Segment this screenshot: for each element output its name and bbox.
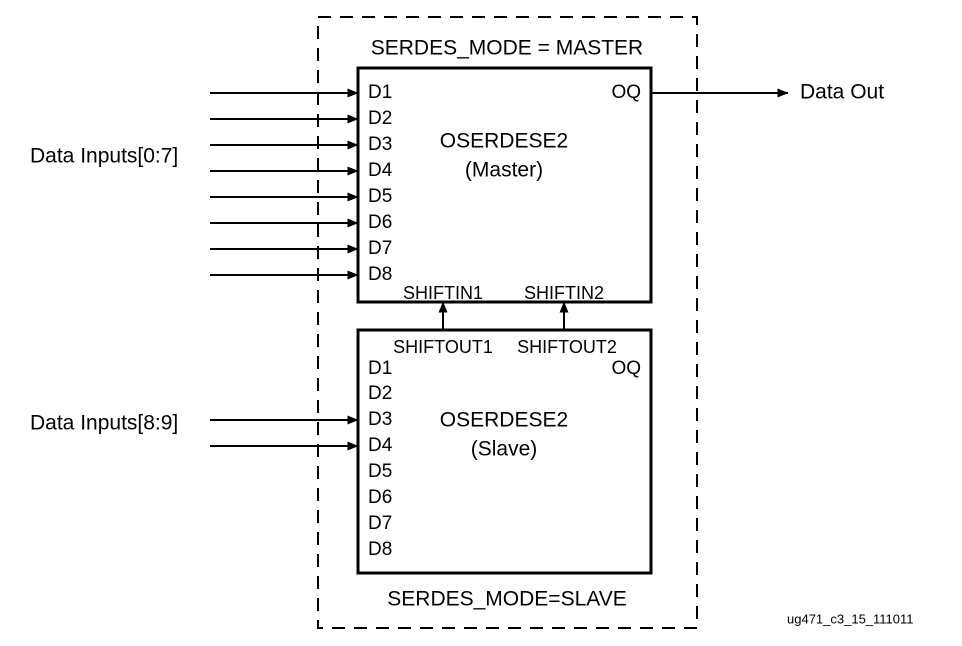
- master-port-d1: D1: [368, 82, 392, 103]
- master-block[interactable]: [356, 66, 653, 304]
- master-block-subtitle: (Master): [465, 159, 543, 182]
- slave-port-d3: D3: [368, 409, 392, 430]
- master-port-d4: D4: [368, 160, 393, 181]
- master-port-oq: OQ: [611, 82, 641, 103]
- serdes-mode-master-label: SERDES_MODE = MASTER: [371, 37, 643, 60]
- master-port-d7: D7: [368, 238, 392, 259]
- slave-port-d1: D1: [368, 358, 392, 379]
- slave-port-d6: D6: [368, 487, 392, 508]
- master-block-title: OSERDESE2: [440, 130, 568, 153]
- master-port-shiftin1: SHIFTIN1: [403, 283, 483, 303]
- data-inputs-slave-label: Data Inputs[8:9]: [30, 412, 178, 435]
- master-port-d3: D3: [368, 134, 392, 155]
- slave-port-d8: D8: [368, 539, 392, 560]
- master-port-d5: D5: [368, 186, 392, 207]
- master-port-d6: D6: [368, 212, 392, 233]
- slave-port-d2: D2: [368, 383, 392, 404]
- data-inputs-master-label: Data Inputs[0:7]: [30, 145, 178, 168]
- master-port-d8: D8: [368, 264, 392, 285]
- slave-port-oq: OQ: [611, 358, 641, 379]
- figure-id-label: ug471_c3_15_111011: [787, 611, 914, 626]
- slave-port-shiftout2: SHIFTOUT2: [517, 337, 617, 357]
- master-port-shiftin2: SHIFTIN2: [524, 283, 604, 303]
- master-port-d2: D2: [368, 108, 392, 129]
- slave-port-d7: D7: [368, 513, 392, 534]
- serdes-group-boundary: [317, 16, 698, 629]
- slave-block-title: OSERDESE2: [440, 409, 568, 432]
- slave-block-subtitle: (Slave): [471, 438, 538, 461]
- slave-port-shiftout1: SHIFTOUT1: [393, 337, 493, 357]
- slave-port-d4: D4: [368, 435, 393, 456]
- data-out-label: Data Out: [800, 81, 884, 104]
- serdes-mode-slave-label: SERDES_MODE=SLAVE: [387, 588, 626, 611]
- slave-port-d5: D5: [368, 461, 392, 482]
- slave-block[interactable]: [356, 328, 653, 575]
